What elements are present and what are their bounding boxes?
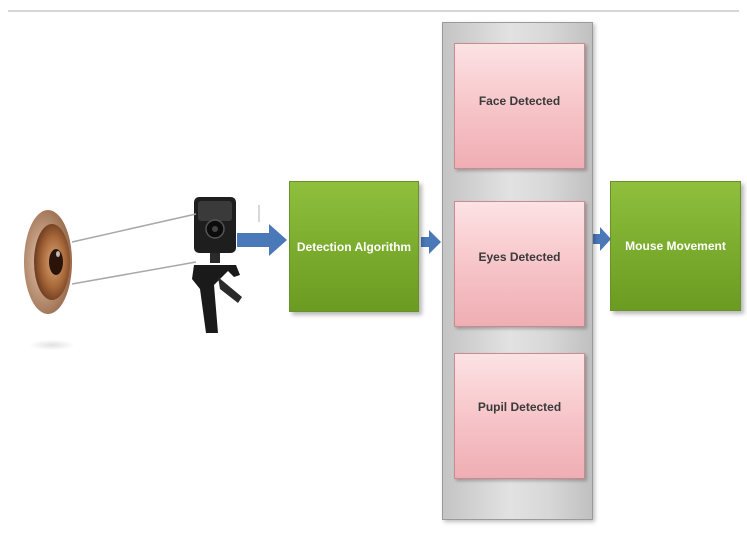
mouse-movement-box: Mouse Movement (610, 181, 741, 311)
webcam-icon (192, 197, 242, 333)
face-detected-label: Face Detected (478, 94, 561, 108)
pupil-detected-label: Pupil Detected (477, 400, 562, 414)
eye-shadow (30, 340, 74, 350)
arrow-detection-to-panel (421, 230, 441, 254)
top-divider (8, 10, 739, 12)
pupil-detected-box: Pupil Detected (454, 353, 585, 479)
detection-algorithm-box: Detection Algorithm (289, 181, 419, 312)
sight-line-lower (71, 261, 197, 285)
arrow-panel-to-mouse (592, 227, 611, 251)
arrow-camera-to-detection (237, 224, 287, 256)
face-detected-box: Face Detected (454, 43, 585, 169)
sight-line-upper (71, 213, 197, 243)
eye-icon (24, 210, 72, 314)
eyes-detected-box: Eyes Detected (454, 201, 585, 327)
mouse-movement-label: Mouse Movement (625, 239, 726, 253)
detection-algorithm-label: Detection Algorithm (296, 239, 412, 254)
eyes-detected-label: Eyes Detected (478, 250, 561, 264)
